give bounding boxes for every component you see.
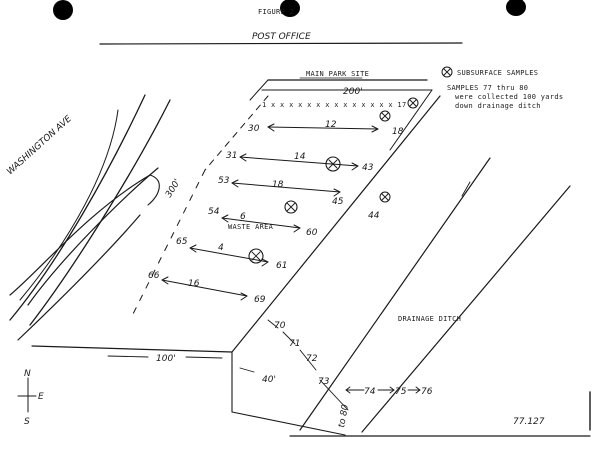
dimension-bottom: 100': [156, 354, 176, 364]
compass-north: N: [24, 369, 31, 379]
sample-label: 54: [208, 207, 220, 217]
sample-label: 60: [306, 228, 318, 238]
dimension-length: 300': [164, 178, 183, 200]
subsurface-sample-marker: [407, 97, 419, 109]
sample-label: 43: [362, 163, 374, 173]
legend-symbol-label: SUBSURFACE SAMPLES: [457, 69, 538, 77]
sample-label: 30: [248, 124, 260, 134]
transect-3: 53 18 45: [218, 176, 344, 207]
drainage-ditch-label: DRAINAGE DITCH: [398, 315, 461, 323]
map-legend: SUBSURFACE SAMPLES SAMPLES 77 thru 80 we…: [441, 66, 563, 110]
ditch-sample-chain: 70 71 72 73: [267, 319, 349, 411]
sample-label: 70: [274, 321, 286, 331]
site-name-label: MAIN PARK SITE: [306, 70, 369, 78]
sample-label: 6: [240, 212, 246, 222]
sample-label: 72: [306, 354, 318, 364]
road-washington-ave: [9, 94, 171, 341]
site-boundary: [31, 79, 441, 436]
sample-label: 18: [392, 127, 404, 137]
legend-sample-icon: [441, 66, 453, 78]
sample-label: 76: [421, 387, 433, 397]
transect-arrows: [161, 123, 379, 301]
figure-label: FIGURE 2.: [258, 8, 299, 16]
sample-label: 12: [325, 120, 337, 130]
dimension-ditch-offset: 40': [262, 375, 276, 385]
sample-label: 66: [148, 271, 160, 281]
sample-label: 18: [272, 180, 284, 190]
legend-note-line1: SAMPLES 77 thru 80: [447, 84, 528, 92]
street-label: WASHINGTON AVE: [5, 114, 74, 177]
transect-5: 65 4 61: [176, 237, 287, 271]
binder-hole: [280, 0, 300, 17]
north-arrow-compass: N E S: [17, 369, 44, 427]
sample-label: 75: [395, 387, 407, 397]
sample-label: 53: [218, 176, 230, 186]
waste-area-label: WASTE AREA: [228, 223, 274, 231]
drainage-ditch: [299, 157, 571, 433]
sample-label: 16: [188, 279, 200, 289]
sample-label: 69: [254, 295, 266, 305]
top-sample-row: 1 x x x x x x x x x x x x x x 17: [262, 101, 406, 109]
dimension-width: 200': [343, 87, 363, 97]
transect-1: 30 12 18: [248, 120, 404, 137]
sample-label: 45: [332, 197, 344, 207]
sample-label: 74: [364, 387, 376, 397]
binder-hole: [53, 0, 73, 20]
transect-4: 54 6 60: [208, 207, 318, 238]
sample-label: 73: [318, 377, 330, 387]
sample-label: 65: [176, 237, 188, 247]
sample-label: 61: [276, 261, 287, 271]
transect-2: 31 14 43: [226, 151, 374, 173]
bottom-sample-chain: 74 75 76: [345, 386, 433, 397]
sample-label: 71: [289, 339, 300, 349]
ditch-end-note: to 80: [337, 404, 351, 429]
sample-label: 4: [218, 243, 224, 253]
legend-note-line3: down drainage ditch: [455, 102, 541, 110]
isolated-sample-label: 44: [368, 211, 380, 221]
sample-label: 14: [294, 152, 306, 162]
transect-6: 66 16 69: [148, 271, 266, 305]
compass-east: E: [38, 392, 44, 402]
binder-hole: [506, 0, 526, 16]
compass-south: S: [24, 417, 30, 427]
document-number: 77.127: [513, 417, 545, 427]
sample-label: 31: [226, 151, 237, 161]
map-title: POST OFFICE: [252, 32, 311, 42]
legend-note-line2: were collected 100 yards: [455, 93, 563, 101]
subsurface-samples: [248, 110, 391, 264]
title-underline: [99, 42, 463, 45]
